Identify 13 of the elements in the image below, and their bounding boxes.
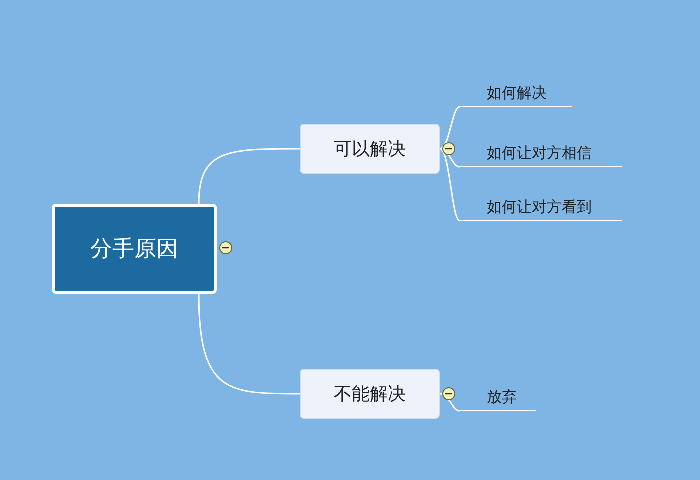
subtopic-label: 如何解决	[460, 80, 572, 107]
connector-line	[198, 294, 300, 395]
subtopic-label: 如何让对方看到	[460, 191, 622, 221]
connector-line	[198, 148, 300, 204]
connector-line	[440, 148, 460, 168]
subtopic-label: 放弃	[460, 381, 536, 411]
topic-box: 不能解决	[300, 369, 440, 419]
connector-line	[440, 106, 460, 150]
connector-line	[440, 148, 460, 222]
connector-line	[440, 393, 460, 412]
topic-box: 可以解决	[300, 124, 440, 174]
root-topic-box: 分手原因	[52, 204, 217, 294]
subtopic-label: 如何让对方相信	[460, 135, 622, 167]
